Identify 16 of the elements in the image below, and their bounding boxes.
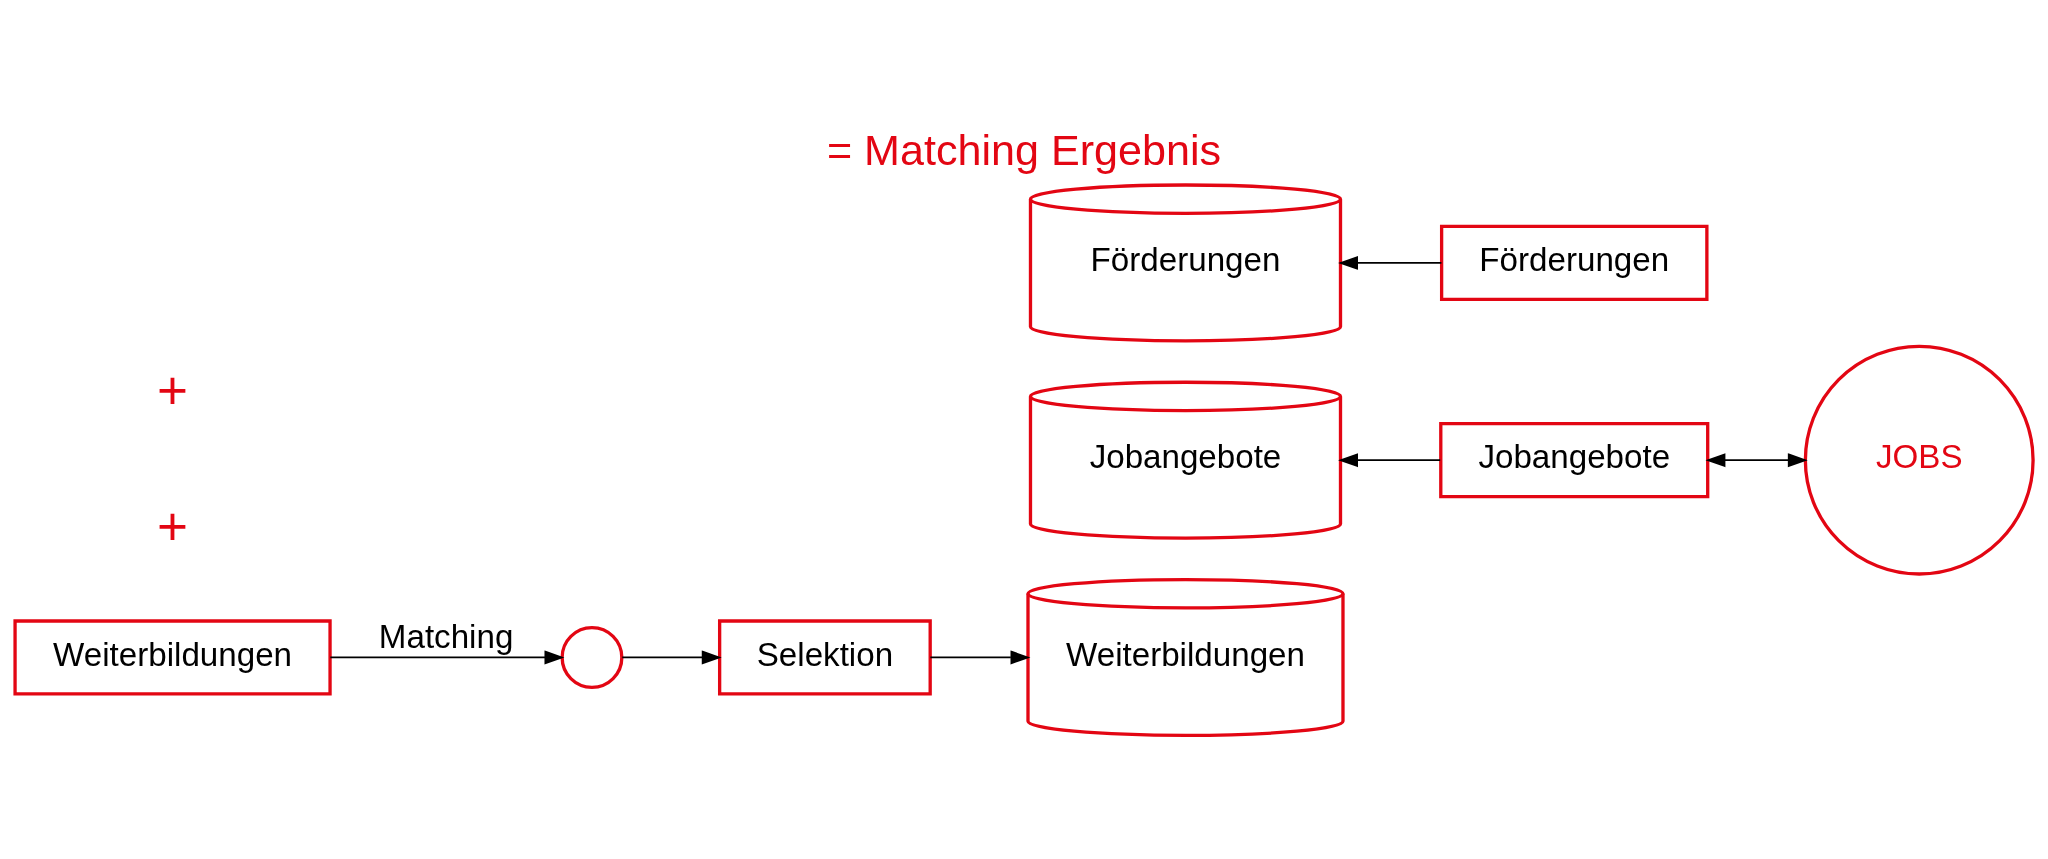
- arrow: [621, 650, 722, 665]
- node-box: Jobangebote: [1439, 422, 1710, 499]
- node-circle: [560, 625, 624, 689]
- node-circle: JOBS: [1803, 344, 2035, 576]
- arrow: [929, 650, 1031, 665]
- node-box: Selektion: [718, 619, 932, 696]
- node-box: Förderungen: [1439, 224, 1709, 302]
- edge-label: Matching: [378, 617, 514, 655]
- arrow: [1338, 453, 1442, 468]
- diagram-title: = Matching Ergebnis: [826, 125, 1222, 174]
- node-box: Weiterbildungen: [13, 619, 332, 696]
- arrow: [1705, 453, 1808, 468]
- label: +: [157, 360, 189, 420]
- arrow: [329, 650, 565, 665]
- label: +: [157, 496, 189, 556]
- arrow: [1338, 255, 1443, 270]
